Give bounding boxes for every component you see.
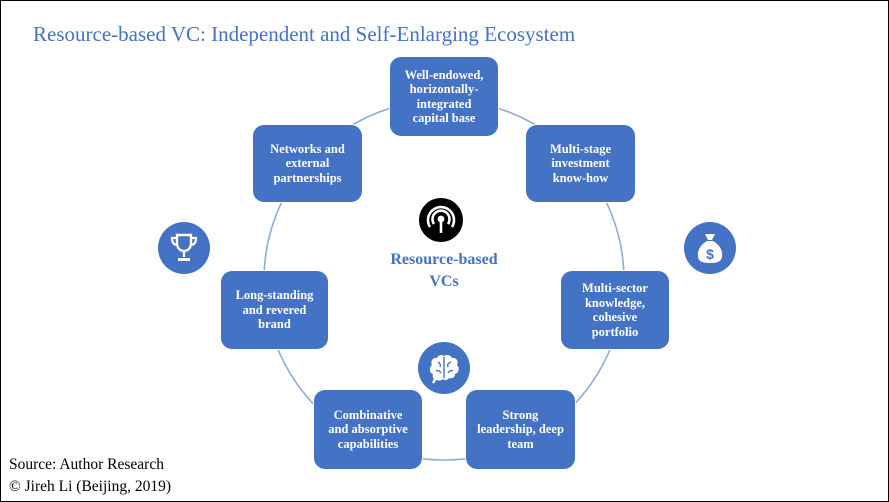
center-label-line1: Resource-based (390, 251, 498, 268)
node-combinative-capabilities: Combinative and absorptive capabilities (314, 390, 422, 469)
node-multi-sector-knowledge: Multi-sector knowledge, cohesive portfol… (561, 271, 669, 349)
brain-icon (418, 342, 470, 394)
node-networks-partnerships: Networks and external partnerships (253, 125, 362, 202)
node-leadership-team: Strong leadership, deep team (466, 390, 575, 469)
node-capital-base: Well-endowed, horizontally-integrated ca… (390, 57, 498, 136)
node-brand: Long-standing and revered brand (221, 271, 328, 349)
money-bag-icon: $ (684, 222, 736, 274)
trophy-icon (158, 222, 210, 274)
wireless-signal-icon (418, 197, 464, 243)
source-note: Source: Author Research (9, 456, 164, 473)
copyright-note: © Jireh Li (Beijing, 2019) (9, 478, 172, 495)
svg-text:$: $ (706, 246, 714, 262)
center-label-line2: VCs (429, 273, 459, 290)
center-label: Resource-based VCs (370, 249, 518, 293)
diagram-title: Resource-based VC: Independent and Self-… (33, 22, 576, 46)
node-investment-know-how: Multi-stage investment know-how (526, 125, 635, 202)
